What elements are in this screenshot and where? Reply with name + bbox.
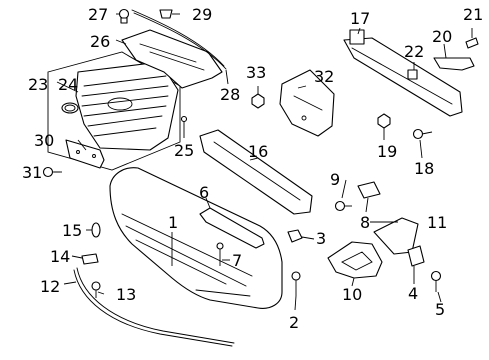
bolt-5 [430,270,442,292]
callout-16: 16 [248,142,268,161]
bolt-2 [291,271,301,296]
callout-5: 5 [435,300,445,319]
callout-14: 14 [50,247,70,266]
screw-7 [216,242,224,266]
callout-13: 13 [116,285,136,304]
callout-8: 8 [360,213,370,232]
callout-labels: 1 2 3 4 5 6 7 8 9 10 11 12 13 14 15 16 1… [22,5,483,332]
screw-13 [91,281,101,298]
callout-17: 17 [350,9,370,28]
bolt-27 [118,8,130,24]
callout-25: 25 [174,141,194,160]
clip-25 [180,115,188,132]
callout-24: 24 [58,75,78,94]
seal-strip-28 [131,9,227,70]
callout-15: 15 [62,221,82,240]
energy-absorber-16 [199,129,313,215]
callout-12: 12 [40,277,60,296]
callout-30: 30 [34,131,54,150]
bracket-20 [433,57,475,71]
callout-10: 10 [342,285,362,304]
label-8 [357,181,381,199]
callout-2: 2 [289,313,299,332]
lamp-bezel-10 [327,241,383,279]
side-bracket-32 [279,69,335,137]
grille [75,61,179,151]
callout-29: 29 [192,5,212,24]
callout-6: 6 [199,183,209,202]
lamp-bezel-11 [373,217,419,255]
clip-3 [287,229,303,243]
callout-23: 23 [28,75,48,94]
callout-3: 3 [316,229,326,248]
callout-33: 33 [246,63,266,82]
bracket-4 [407,245,425,267]
callout-11: 11 [427,213,447,232]
callout-27: 27 [88,5,108,24]
reflector-15 [91,222,101,238]
callout-20: 20 [432,27,452,46]
callout-21: 21 [463,5,483,24]
callout-22: 22 [404,42,424,61]
clip-29 [159,9,173,19]
leader-lines [54,13,473,311]
grille-assembly-box [47,51,181,171]
bolt-33 [251,93,265,109]
bumper-beam-17 [343,29,463,117]
nut-19 [377,113,391,129]
callout-28: 28 [220,85,240,104]
callout-1: 1 [168,213,178,232]
callout-7: 7 [232,251,242,270]
bolt-9 [334,200,352,212]
callout-31: 31 [22,163,42,182]
license-bracket-30 [65,139,105,169]
callout-32: 32 [314,67,334,86]
lip-strip-12 [73,267,235,347]
clip-22 [407,69,418,80]
clip-14 [81,253,99,265]
callout-9: 9 [330,170,340,189]
bolt-18 [412,128,433,140]
emblem-24 [61,102,79,114]
callout-18: 18 [414,159,434,178]
bumper-cover-1 [109,167,283,309]
callout-26: 26 [90,32,110,51]
bolt-21 [465,37,479,49]
callout-19: 19 [377,142,397,161]
upper-cover-26 [121,29,223,89]
callout-4: 4 [408,284,418,303]
